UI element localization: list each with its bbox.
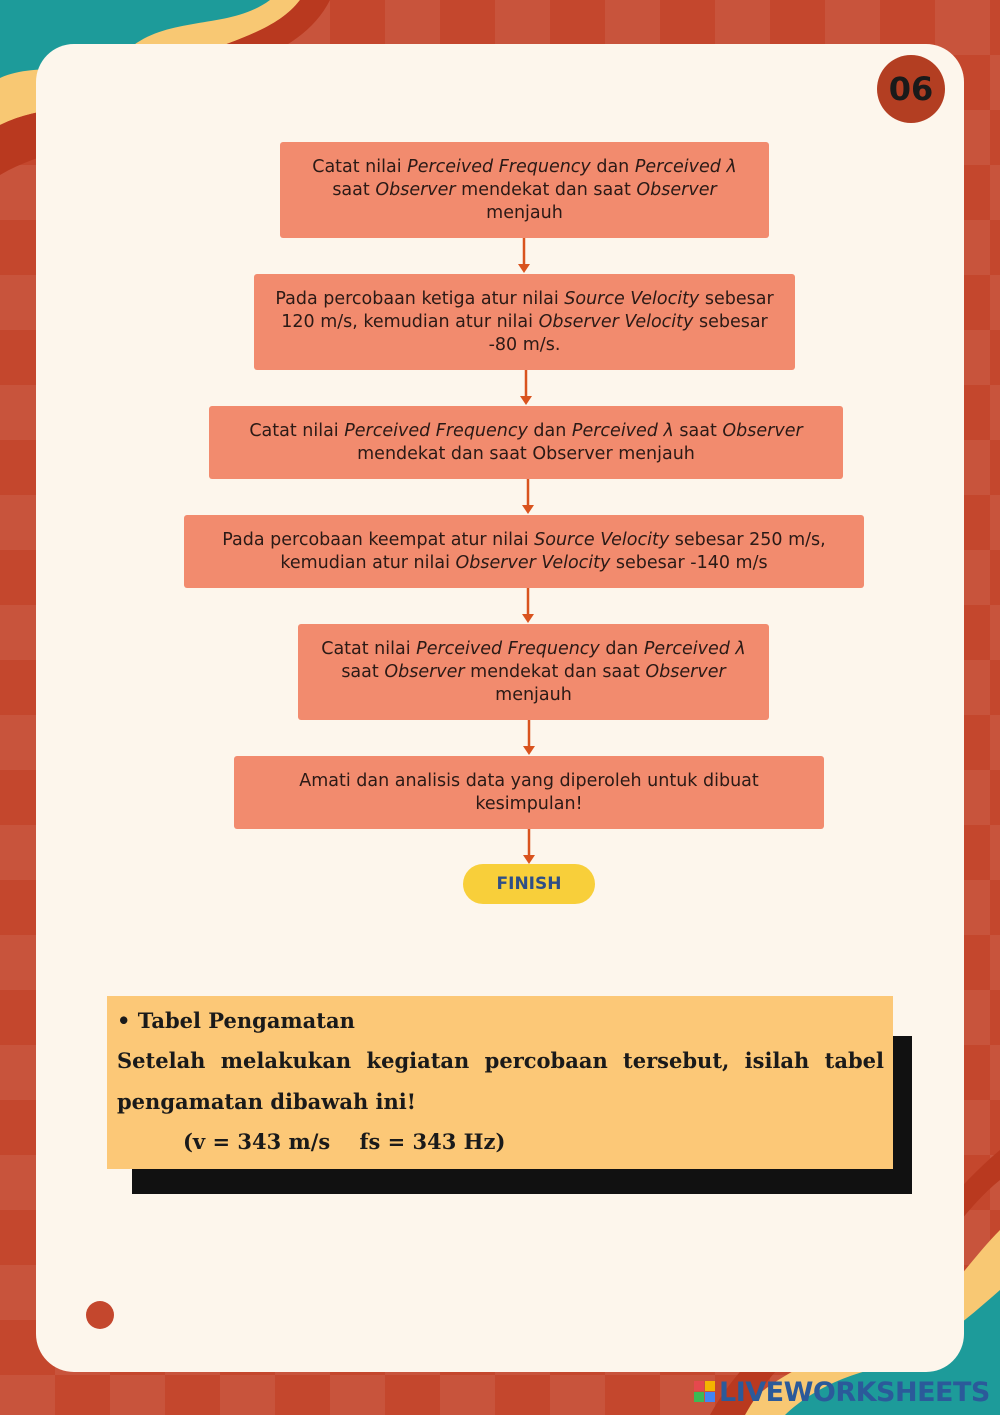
- text-segment: saat: [341, 661, 385, 682]
- step-text-line: Pada percobaan keempat atur nilai Source…: [222, 529, 825, 552]
- step-text: Pada percobaan keempat atur nilai Source…: [222, 529, 825, 575]
- italic-term: Observer: [384, 661, 465, 682]
- text-segment: Catat nilai: [312, 156, 408, 177]
- arrow-down-icon: [522, 479, 534, 514]
- italic-term: Perceived Frequency: [344, 420, 528, 441]
- decorative-dot: [86, 1301, 114, 1329]
- text-segment: sebesar: [693, 311, 768, 332]
- step-analyze-data: Amati dan analisis data yang diperoleh u…: [234, 756, 824, 829]
- text-segment: saat: [673, 420, 723, 441]
- finish-terminal: FINISH: [463, 864, 595, 904]
- italic-term: Perceived λ: [643, 638, 746, 659]
- step-text-line: menjauh: [321, 684, 746, 707]
- logo-square-e: [705, 1392, 715, 1402]
- text-segment: dan: [527, 420, 572, 441]
- text-segment: -80 m/s.: [488, 334, 561, 355]
- step-record-observer-1: Catat nilai Perceived Frequency dan Perc…: [280, 142, 769, 238]
- text-segment: kesimpulan!: [475, 793, 583, 814]
- step-text-line: saat Observer mendekat dan saat Observer: [312, 179, 737, 202]
- text-segment: menjauh: [486, 202, 563, 223]
- text-segment: Catat nilai: [321, 638, 417, 659]
- step-fourth-experiment: Pada percobaan keempat atur nilai Source…: [184, 515, 864, 588]
- step-text-line: Catat nilai Perceived Frequency dan Perc…: [312, 156, 737, 179]
- step-record-observer-2: Catat nilai Perceived Frequency dan Perc…: [209, 406, 843, 479]
- italic-term: Observer: [722, 420, 803, 441]
- text-segment: sebesar 250 m/s,: [669, 529, 826, 550]
- italic-term: Source Velocity: [534, 529, 670, 550]
- step-text-line: Catat nilai Perceived Frequency dan Perc…: [249, 420, 802, 443]
- italic-term: Perceived λ: [634, 156, 737, 177]
- step-text: Catat nilai Perceived Frequency dan Perc…: [312, 156, 737, 225]
- step-third-experiment: Pada percobaan ketiga atur nilai Source …: [254, 274, 795, 370]
- step-text-line: Catat nilai Perceived Frequency dan Perc…: [321, 638, 746, 661]
- step-text: Catat nilai Perceived Frequency dan Perc…: [321, 638, 746, 707]
- observation-constants: (v = 343 m/s fs = 343 Hz): [183, 1129, 506, 1154]
- text-segment: mendekat dan saat: [455, 179, 637, 200]
- italic-term: Observer Velocity: [538, 311, 694, 332]
- text-segment: kemudian atur nilai: [280, 552, 456, 573]
- step-text-line: Pada percobaan ketiga atur nilai Source …: [275, 288, 773, 311]
- text-segment: 120 m/s, kemudian atur nilai: [281, 311, 539, 332]
- arrow-down-icon: [523, 829, 535, 864]
- text-segment: Catat nilai: [249, 420, 345, 441]
- page-number-badge: 06: [877, 55, 945, 123]
- liveworksheets-logo-icon: [694, 1381, 716, 1403]
- text-segment: sebesar: [699, 288, 774, 309]
- logo-square-v: [694, 1392, 704, 1402]
- italic-term: Perceived Frequency: [416, 638, 600, 659]
- italic-term: Perceived λ: [571, 420, 674, 441]
- text-segment: Pada percobaan ketiga atur nilai: [275, 288, 565, 309]
- text-segment: mendekat dan saat Observer menjauh: [357, 443, 695, 464]
- arrow-down-icon: [518, 238, 530, 273]
- italic-term: Observer: [645, 661, 726, 682]
- step-text: Amati dan analisis data yang diperoleh u…: [299, 770, 759, 816]
- step-text-line: mendekat dan saat Observer menjauh: [249, 443, 802, 466]
- text-segment: dan: [590, 156, 635, 177]
- italic-term: Source Velocity: [564, 288, 700, 309]
- bottom-right-teal-wave: [785, 1290, 1000, 1415]
- arrow-down-icon: [520, 370, 532, 405]
- italic-term: Observer: [375, 179, 456, 200]
- text-segment: sebesar -140 m/s: [610, 552, 768, 573]
- italic-term: Observer Velocity: [455, 552, 611, 573]
- step-text-line: saat Observer mendekat dan saat Observer: [321, 661, 746, 684]
- text-segment: Pada percobaan keempat atur nilai: [222, 529, 535, 550]
- step-text-line: 120 m/s, kemudian atur nilai Observer Ve…: [275, 311, 773, 334]
- step-text-line: Amati dan analisis data yang diperoleh u…: [299, 770, 759, 793]
- step-record-observer-3: Catat nilai Perceived Frequency dan Perc…: [298, 624, 769, 720]
- arrow-down-icon: [522, 588, 534, 623]
- arrow-down-icon: [523, 720, 535, 755]
- observation-instruction: Setelah melakukan kegiatan percobaan ter…: [117, 1048, 884, 1114]
- step-text: Pada percobaan ketiga atur nilai Source …: [275, 288, 773, 357]
- step-text-line: kemudian atur nilai Observer Velocity se…: [222, 552, 825, 575]
- observation-title: • Tabel Pengamatan: [117, 1008, 355, 1033]
- text-segment: dan: [599, 638, 644, 659]
- text-segment: mendekat dan saat: [464, 661, 646, 682]
- italic-term: Observer: [636, 179, 717, 200]
- liveworksheets-text: LIVEWORKSHEETS: [719, 1376, 990, 1408]
- step-text: Catat nilai Perceived Frequency dan Perc…: [249, 420, 802, 466]
- step-text-line: kesimpulan!: [299, 793, 759, 816]
- step-text-line: -80 m/s.: [275, 334, 773, 357]
- liveworksheets-watermark: LIVEWORKSHEETS: [694, 1374, 990, 1410]
- step-text-line: menjauh: [312, 202, 737, 225]
- observation-box: • Tabel Pengamatan Setelah melakukan keg…: [107, 996, 893, 1169]
- logo-square-i: [705, 1381, 715, 1391]
- logo-square-l: [694, 1381, 704, 1391]
- text-segment: Amati dan analisis data yang diperoleh u…: [299, 770, 759, 791]
- italic-term: Perceived Frequency: [407, 156, 591, 177]
- text-segment: menjauh: [495, 684, 572, 705]
- text-segment: saat: [332, 179, 376, 200]
